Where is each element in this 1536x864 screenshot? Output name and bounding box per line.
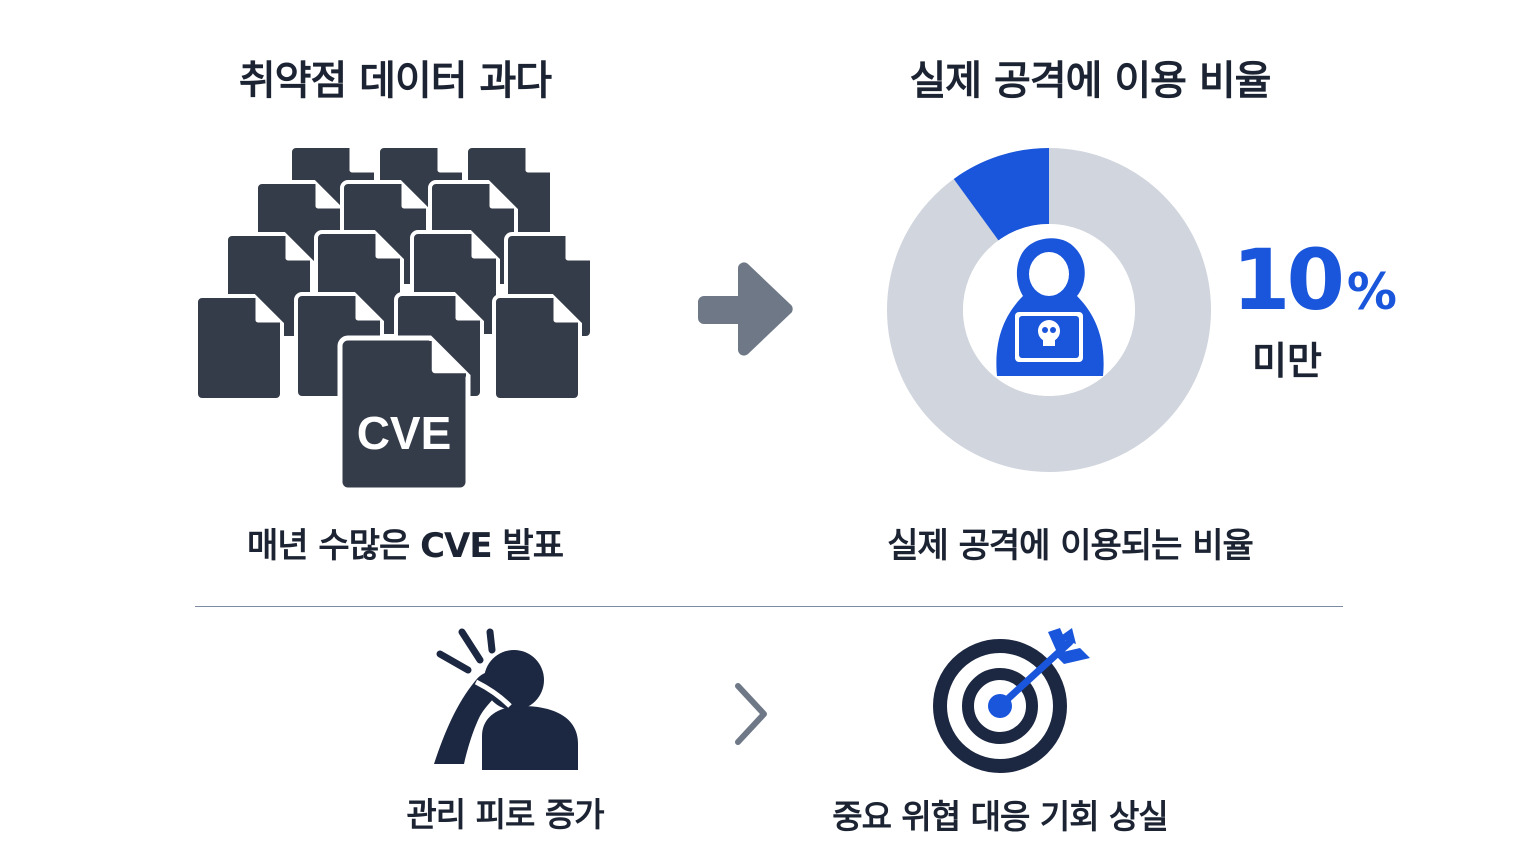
- left-title: 취약점 데이터 과다: [238, 58, 552, 104]
- cve-label: CVE: [356, 407, 452, 459]
- target-icon: [933, 628, 1090, 773]
- bottom-left-caption: 관리 피로 증가: [406, 795, 604, 834]
- percent-qualifier: 미만: [1252, 339, 1322, 383]
- hacker-icon: [996, 238, 1104, 376]
- left-caption: 매년 수많은 CVE 발표: [247, 526, 564, 566]
- percent-value: 10: [1232, 231, 1345, 329]
- stressed-person-icon: [434, 628, 578, 770]
- donut-chart: [887, 148, 1211, 472]
- percent-sign: %: [1346, 263, 1398, 321]
- document-stack-icon: [194, 144, 594, 493]
- section-divider: [195, 606, 1343, 607]
- chevron-right-icon: [735, 683, 767, 745]
- right-title: 실제 공격에 이용 비율: [909, 58, 1272, 104]
- donut-slice-exploited: [953, 148, 1051, 242]
- arrow-right-icon: [698, 262, 793, 356]
- percent-label: 10%: [1232, 238, 1397, 322]
- right-caption: 실제 공격에 이용되는 비율: [887, 526, 1254, 566]
- bottom-right-caption: 중요 위협 대응 기회 상실: [832, 797, 1169, 836]
